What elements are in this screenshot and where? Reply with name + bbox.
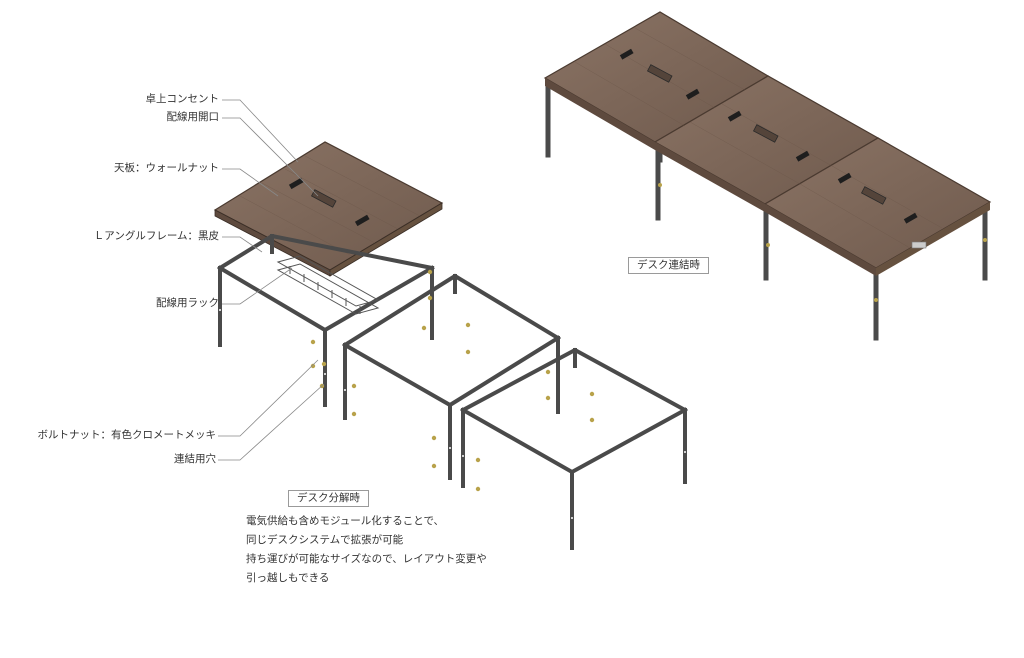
description-line: 引っ越しもできる <box>246 572 330 584</box>
label-tabletop: 天板：ウォールナット <box>114 162 219 174</box>
caption-connected: デスク連結時 <box>628 257 709 274</box>
frame-3 <box>460 347 688 550</box>
connected-desks <box>543 11 992 341</box>
wiring-opening-icon <box>310 189 337 208</box>
frame-2 <box>342 273 561 480</box>
label-outlet: 卓上コンセント <box>145 93 220 105</box>
bolt-nut-markers <box>310 269 595 492</box>
leader-lines <box>218 99 325 461</box>
caption-disassembled: デスク分解時 <box>288 490 369 507</box>
description-line: 持ち運びが可能なサイズなので、レイアウト変更や <box>246 553 487 565</box>
tabletop-exploded <box>213 141 444 277</box>
outlet-icon <box>288 177 304 190</box>
label-wiring-rack: 配線用ラック <box>156 297 219 309</box>
wiring-rack-icon <box>276 255 380 315</box>
description-line: 同じデスクシステムで拡張が可能 <box>246 534 404 546</box>
description-text: 電気供給も含めモジュール化することで、 同じデスクシステムで拡張が可能 持ち運び… <box>246 512 487 588</box>
frame-1 <box>217 233 435 407</box>
label-wiring-opening: 配線用開口 <box>166 111 220 123</box>
label-frame: Ｌアングルフレーム：黒皮 <box>93 230 219 242</box>
description-line: 電気供給も含めモジュール化することで、 <box>246 515 445 527</box>
label-bolt-nut: ボルトナット：有色クロメートメッキ <box>37 429 217 441</box>
label-connect-hole: 連結用穴 <box>174 453 216 465</box>
